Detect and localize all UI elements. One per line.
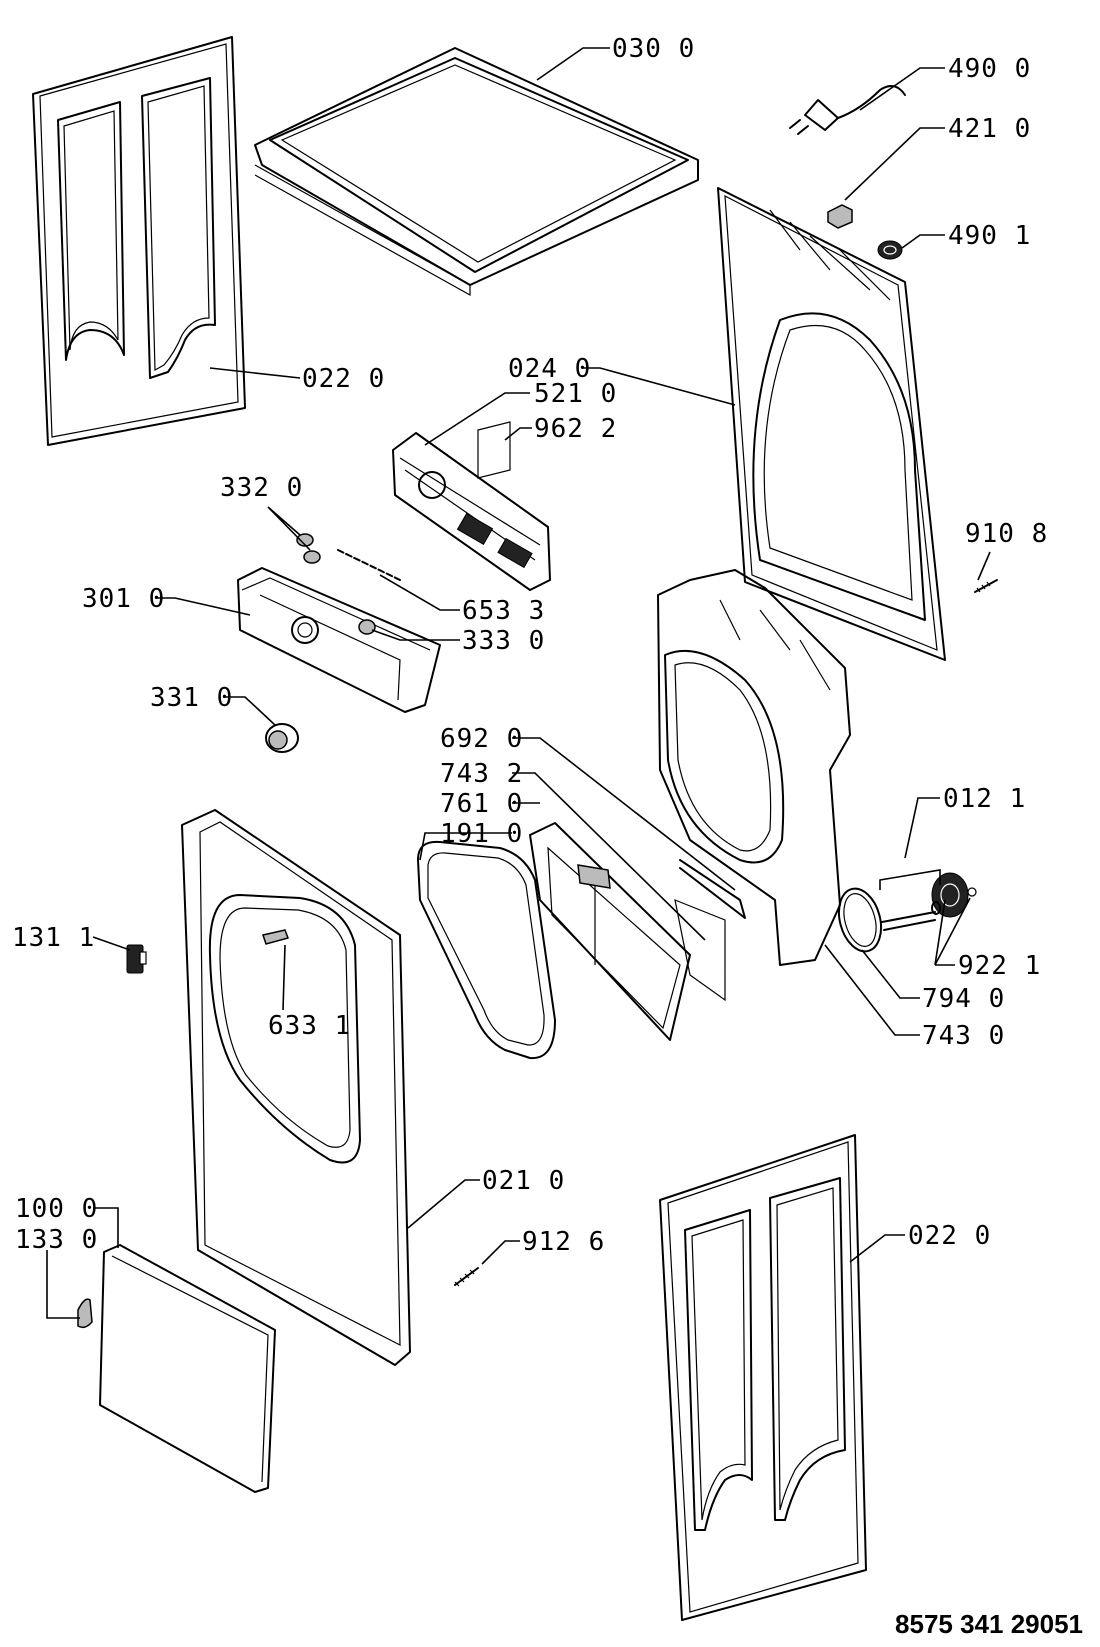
callout-screw-rear: 910 8 xyxy=(965,519,1048,549)
screw-rear xyxy=(974,579,998,593)
door-latch xyxy=(262,929,289,945)
drum-shaft-parts xyxy=(881,872,977,931)
side-panel-right xyxy=(659,1134,867,1621)
door-gasket xyxy=(417,840,556,1060)
document-number: 8575 341 29051 xyxy=(895,1609,1083,1639)
screw-front xyxy=(454,1267,479,1287)
lint-filter xyxy=(529,822,691,1041)
front-panel xyxy=(181,809,411,1366)
cord-bushing xyxy=(877,240,903,260)
label-sticker xyxy=(477,421,511,479)
indicator-knobs xyxy=(296,533,321,564)
top-panel xyxy=(254,47,699,297)
filter-seal xyxy=(679,859,746,919)
callout-lint-filter: 761 0 xyxy=(440,789,523,819)
callout-cord-clamp: 421 0 xyxy=(948,114,1031,144)
callout-control-board: 521 0 xyxy=(534,379,617,409)
selector-knob xyxy=(265,723,299,753)
callout-door-switch: 131 1 xyxy=(12,923,95,953)
rear-panel xyxy=(717,187,946,661)
belt-seal xyxy=(837,887,883,953)
callout-drum-assembly: 012 1 xyxy=(943,784,1026,814)
callout-duct-part: 743 2 xyxy=(440,759,523,789)
callout-selector-knob: 331 0 xyxy=(150,683,233,713)
callout-control-panel: 301 0 xyxy=(82,584,165,614)
callout-power-cord: 490 0 xyxy=(948,54,1031,84)
callout-filter-seal: 692 0 xyxy=(440,724,523,754)
callout-kick-panel: 100 0 xyxy=(15,1194,98,1224)
control-board xyxy=(392,432,551,591)
callout-top-panel: 030 0 xyxy=(612,34,695,64)
callout-belt-seal: 794 0 xyxy=(922,984,1005,1014)
leader-lines xyxy=(46,47,991,1319)
button xyxy=(358,619,376,635)
door-switch xyxy=(126,944,147,974)
cord-clamp xyxy=(827,204,853,229)
kick-panel xyxy=(99,1244,276,1493)
callout-button: 333 0 xyxy=(462,626,545,656)
control-panel xyxy=(237,567,441,713)
callout-light-guide: 653 3 xyxy=(462,596,545,626)
front-bulkhead xyxy=(657,569,851,966)
callout-cord-bushing: 490 1 xyxy=(948,221,1031,251)
callout-door-gasket: 191 0 xyxy=(440,819,523,849)
callout-door-latch: 633 1 xyxy=(268,1011,351,1041)
callout-side-panel-right: 022 0 xyxy=(908,1221,991,1251)
callout-label: 962 2 xyxy=(534,414,617,444)
callout-front-panel: 021 0 xyxy=(482,1166,565,1196)
callout-indicator-knobs: 332 0 xyxy=(220,473,303,503)
callout-front-bulkhead: 743 0 xyxy=(922,1021,1005,1051)
callout-side-panel-left: 022 0 xyxy=(302,364,385,394)
callout-screw-front: 912 6 xyxy=(522,1227,605,1257)
callout-rear-panel: 024 0 xyxy=(508,354,591,384)
side-panel-left xyxy=(32,36,246,446)
callout-labels: 030 0 022 0 490 0 421 0 490 1 024 0 521 … xyxy=(12,34,1048,1257)
power-cord xyxy=(789,85,906,135)
callout-bearing-parts: 922 1 xyxy=(958,951,1041,981)
kick-panel-handle xyxy=(77,1298,93,1329)
light-guide xyxy=(337,549,401,581)
callout-kick-panel-handle: 133 0 xyxy=(15,1225,98,1255)
